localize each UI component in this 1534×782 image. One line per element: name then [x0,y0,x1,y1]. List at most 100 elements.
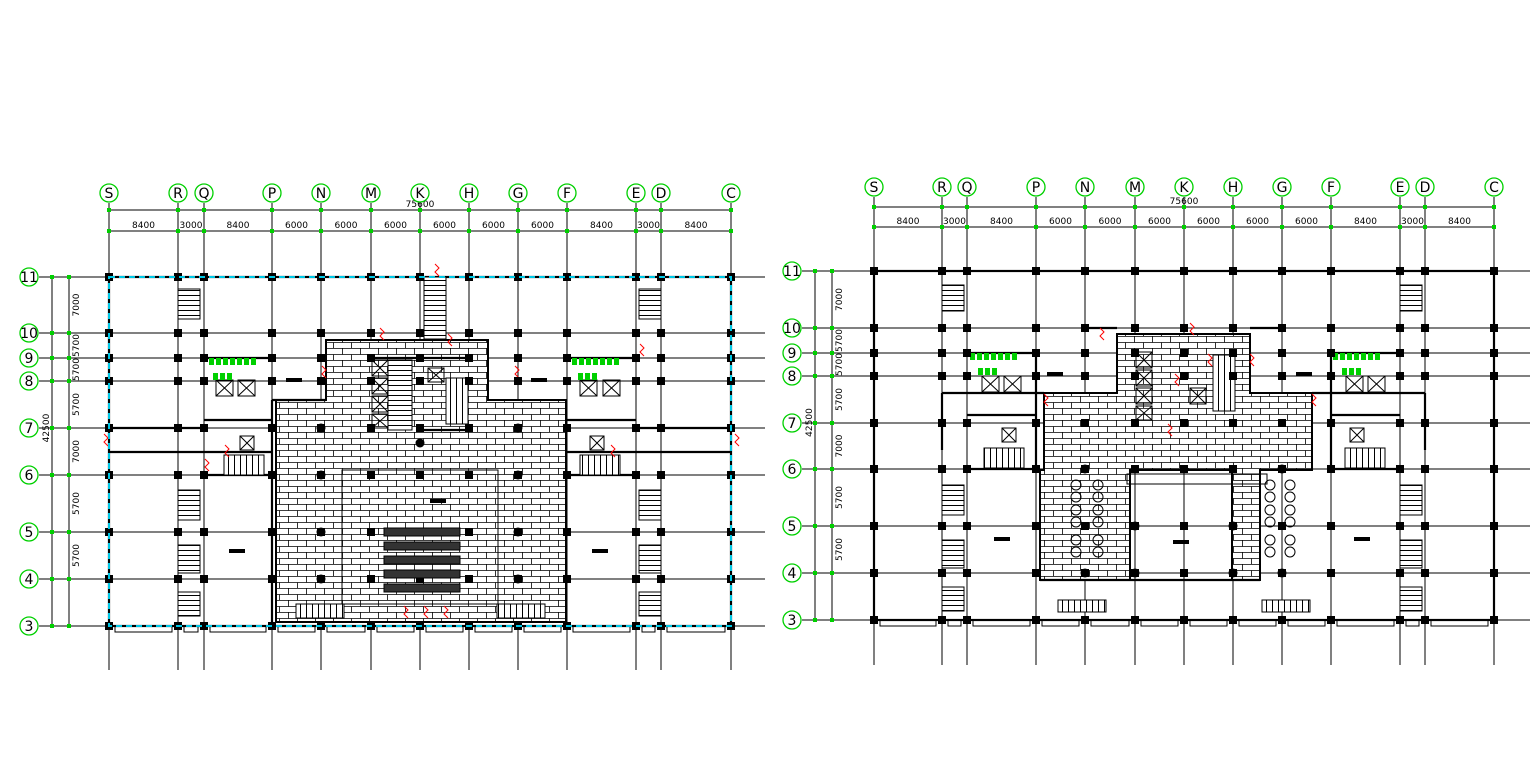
structural-column [268,354,276,362]
structural-column [870,616,878,624]
structural-column [1396,372,1404,380]
stair [177,591,201,617]
structural-column [200,377,208,385]
grid-bubble-C [1484,177,1504,197]
bay-window [666,626,726,633]
round-column [415,438,425,448]
dim-tick [813,421,817,425]
dim-tick [418,208,422,212]
dim-tick [1133,225,1137,229]
lounge-chair [1070,504,1082,516]
structural-column [367,575,375,583]
bay-window [209,626,267,633]
structural-column [938,372,946,380]
grid-bubble-R [168,183,188,203]
grid-bubble-H [1223,177,1243,197]
structural-column [465,471,473,479]
structural-column [1180,267,1188,275]
dim-tick [1398,205,1402,209]
curtain-wall [108,276,732,627]
door-marker [639,343,645,357]
dim-tick [50,275,54,279]
toilet-fixture [585,373,590,380]
structural-column [657,528,665,536]
structural-column [870,324,878,332]
structural-column [1229,372,1237,380]
structural-column [870,465,878,473]
structural-column [268,424,276,432]
dim-tick [965,225,969,229]
door-marker [610,444,616,458]
structural-column [174,528,182,536]
grid-bubble-5 [19,522,39,542]
dim-tick [1329,205,1333,209]
structural-column [1396,569,1404,577]
dim-tick [830,326,834,330]
stair [223,454,265,476]
structural-column [938,267,946,275]
dim-tick [176,208,180,212]
structural-column [1421,465,1429,473]
toilet-fixture [209,358,214,365]
elevator-cross [427,367,445,383]
toilet-fixture [614,358,619,365]
structural-column [200,528,208,536]
toilet-fixture [991,353,996,360]
structural-column [1032,569,1040,577]
grid-bubble-E [1390,177,1410,197]
structural-column [465,528,473,536]
room-tag [1047,372,1063,376]
structural-column [632,424,640,432]
elevator-cross [1345,375,1364,393]
structural-column [1278,267,1286,275]
elevator-shaft [602,379,621,397]
lobby-canopy [1126,473,1268,485]
dim-tick [965,205,969,209]
structural-column [416,329,424,337]
toilet-fixture [1349,368,1354,375]
elevator-cross [1001,427,1017,443]
structural-column [367,329,375,337]
dim-tick [467,208,471,212]
col-spacing-label: 3000 [180,221,203,231]
round-column [513,527,523,537]
room-tag [286,378,302,382]
toilet-fixture [1356,368,1361,375]
toilet-fixture [1012,353,1017,360]
elevator-shaft [1001,427,1017,443]
dim-tick [50,624,54,628]
dim-tick [67,356,71,360]
structural-column [1327,522,1335,530]
grid-label-Q: Q [961,180,972,196]
structural-column [367,354,375,362]
lounge-chair [1070,546,1082,558]
elevator-shaft [589,435,605,451]
structural-column [465,424,473,432]
structural-column [367,377,375,385]
dim-tick [67,379,71,383]
dim-tick [202,208,206,212]
lounge-chair [1284,534,1296,546]
grid-label-D: D [1420,180,1431,196]
structural-column [657,471,665,479]
toilet-fixture [607,358,612,365]
stair [638,288,662,320]
grid-bubble-D [1415,177,1435,197]
grid-label-11: 11 [783,264,801,280]
door-marker [1174,373,1180,387]
structural-column [1421,522,1429,530]
toilet-fixture [1368,353,1373,360]
round-column [1130,568,1140,578]
structural-column [367,528,375,536]
lounge-chair [1092,534,1104,546]
lounge-chair [1092,516,1104,528]
grid-label-K: K [415,186,425,202]
row-spacing-label: 5700 [835,329,845,352]
structural-column [1032,616,1040,624]
structural-column [1421,569,1429,577]
structural-column [465,575,473,583]
door-marker [224,444,230,458]
structural-column [268,329,276,337]
elevator-cross [215,379,234,397]
structural-column [200,424,208,432]
